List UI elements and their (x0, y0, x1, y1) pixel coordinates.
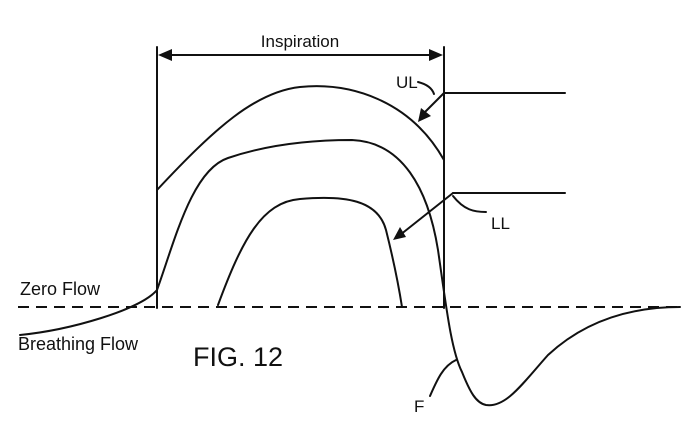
ll-leader-line (399, 192, 454, 236)
ll-label: LL (491, 214, 510, 233)
figure-caption: FIG. 12 (193, 342, 283, 372)
flow-curve-label: F (414, 397, 424, 416)
ul-label-tick (417, 81, 435, 95)
inspiration-label: Inspiration (261, 32, 339, 51)
breathing-flow-curve (19, 139, 681, 407)
upper-limit-curve (156, 85, 445, 191)
f-label-tick (429, 359, 457, 397)
ul-label: UL (396, 73, 418, 92)
inspiration-right-arrowhead (429, 49, 443, 61)
breathing-flow-label: Breathing Flow (18, 334, 139, 354)
ul-arrowhead (418, 108, 431, 122)
zero-flow-label: Zero Flow (20, 279, 101, 299)
inspiration-left-arrowhead (158, 49, 172, 61)
ul-leader-line (423, 92, 445, 114)
lower-limit-curve (217, 196, 403, 308)
ll-label-tick (452, 195, 487, 213)
ll-arrowhead (393, 227, 406, 240)
